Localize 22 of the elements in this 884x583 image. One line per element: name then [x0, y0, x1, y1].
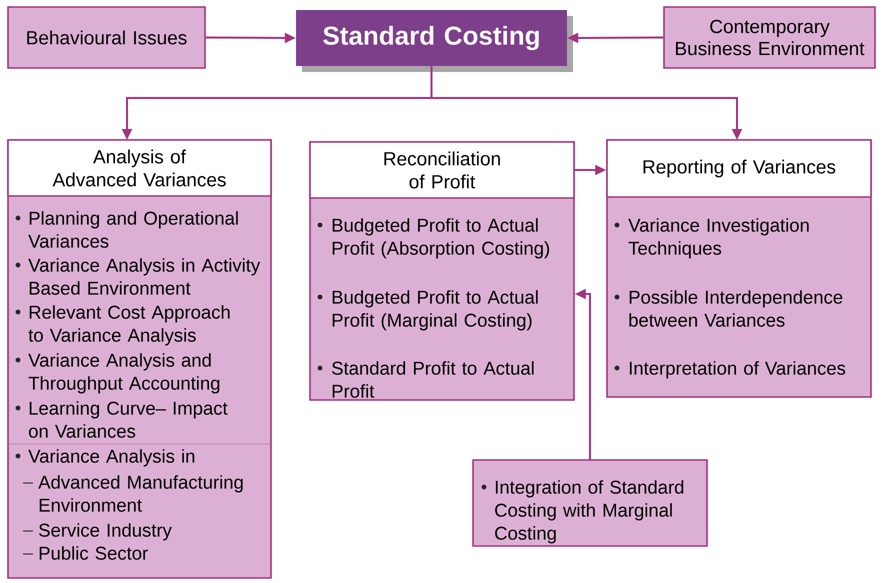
- list-item: Public Sector: [22, 546, 148, 560]
- heading-box: Analysis of Advanced Variances: [7, 139, 272, 197]
- topic-box: Contemporary Business Environment: [663, 6, 876, 69]
- heading-box: Reporting of Variances: [606, 139, 872, 198]
- list-item: Planning and Operational Variances: [16, 211, 238, 248]
- list-item: Advanced Manufacturing Environment: [22, 475, 243, 512]
- list-item: Interpretation of Variances: [614, 361, 846, 378]
- list-item: Variance Analysis in: [16, 449, 194, 466]
- topic-box: Behavioural Issues: [7, 6, 206, 69]
- list-item: Possible Interdependence between Variances: [614, 290, 842, 327]
- list-item: Standard Profit to Actual Profit: [318, 361, 534, 398]
- list-item: Integration of Standard Costing with Marginal Costing: [482, 480, 684, 544]
- list-item: Budgeted Profit to Actual Profit (Marginal Costing): [318, 290, 538, 330]
- list-item: Service Industry: [22, 523, 172, 540]
- list-item: Budgeted Profit to Actual Profit (Absorption Costing): [318, 218, 550, 258]
- list-item: Variance Analysis and Throughput Accounting: [16, 353, 220, 394]
- list-item: Variance Analysis in Activity Based Environment: [16, 258, 260, 295]
- list-item: Variance Investigation Techniques: [614, 218, 809, 258]
- title-box: Standard Costing: [296, 10, 573, 72]
- heading-box: Reconciliation of Profit: [309, 141, 575, 199]
- list-item: Relevant Cost Approach to Variance Analysis: [16, 305, 230, 346]
- list-item: Learning Curve– Impact on Variances: [16, 401, 228, 438]
